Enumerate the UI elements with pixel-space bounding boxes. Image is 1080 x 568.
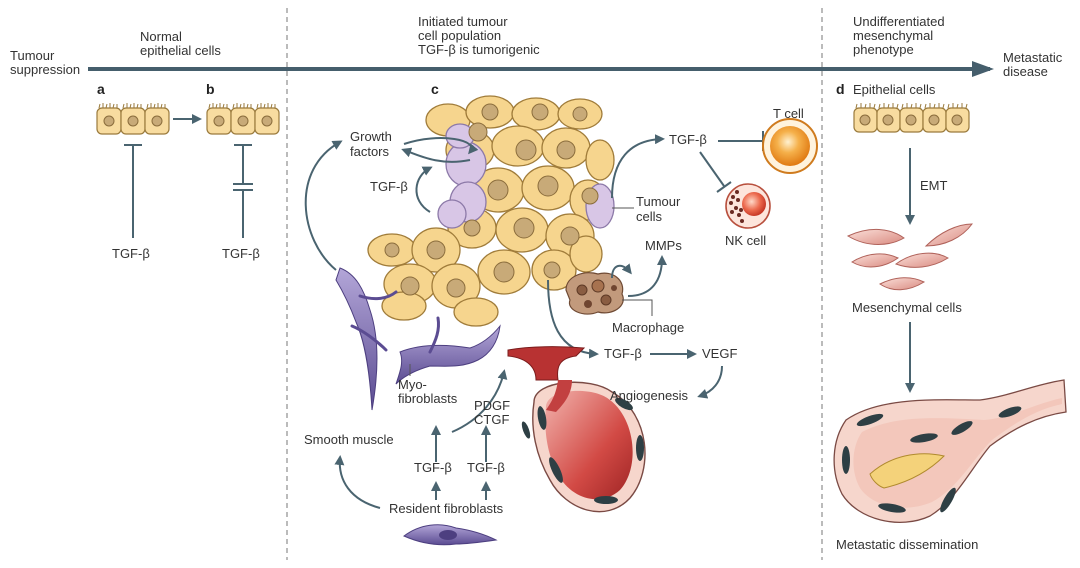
panel-c-label: c — [431, 81, 439, 97]
axis-right-label-1: Metastatic — [1003, 50, 1063, 65]
fibroblast-tgfb-label-1: TGF-β — [414, 460, 452, 475]
tgfb-inhibits-nk-bar — [716, 181, 732, 193]
macrophage-to-mmps-arrow — [627, 255, 667, 297]
panel-a-epithelium — [96, 103, 170, 135]
macrophage-label: Macrophage — [612, 320, 685, 335]
vegf-label: VEGF — [702, 346, 738, 361]
stage-normal-label-2: epithelial cells — [140, 43, 221, 58]
nk-cell — [725, 183, 771, 229]
growth-factors-label-2: factors — [350, 144, 390, 159]
metastatic-dissemination-label: Metastatic dissemination — [836, 537, 979, 552]
tumour-to-tgfb-immune-arrow — [611, 134, 665, 199]
macrophage-pointer — [622, 299, 653, 316]
macrophage — [565, 272, 624, 315]
myofibroblast-cell — [395, 316, 501, 385]
smooth-muscle-label: Smooth muscle — [304, 432, 394, 447]
autocrine-tgfb-arrow — [415, 166, 433, 213]
ctgf-label: CTGF — [474, 412, 510, 427]
axis-left-label-1: Tumour — [10, 48, 55, 63]
growth-factors-loop-arrow — [403, 137, 479, 155]
metastatic-vessel — [833, 379, 1067, 523]
emt-label: EMT — [920, 178, 948, 193]
stage-initiated-label-3: TGF-β is tumorigenic — [418, 42, 540, 57]
panel-d-label: d — [836, 81, 845, 97]
vegf-to-angiogenesis-arrow — [697, 365, 723, 399]
pdgf-ctgf-to-vessel-arrow — [451, 369, 508, 433]
tumour-cell-mass — [367, 95, 615, 327]
stage-normal-label-1: Normal — [140, 29, 182, 44]
smooth-muscle-cell — [335, 267, 398, 411]
panel-b-label: b — [206, 81, 215, 97]
blood-vessel — [507, 346, 646, 513]
tumour-cells-label-2: cells — [636, 209, 663, 224]
mmps-label: MMPs — [645, 238, 682, 253]
fibroblasts-to-smooth-muscle-arrow — [334, 455, 381, 509]
t-cell-label: T cell — [773, 106, 804, 121]
mesenchymal-cells-label: Mesenchymal cells — [852, 300, 962, 315]
vegf-tgfb-label: TGF-β — [604, 346, 642, 361]
axis-right-label-2: disease — [1003, 64, 1048, 79]
epithelial-cells-label: Epithelial cells — [853, 82, 936, 97]
panel-b-tgfb-label: TGF-β — [222, 246, 260, 261]
axis-left-label-2: suppression — [10, 62, 81, 77]
smooth-muscle-to-growth-factors-arrow — [304, 140, 343, 271]
stage-initiated-label-2: cell population — [418, 28, 502, 43]
macrophage-feedback-arrow — [611, 263, 632, 279]
stage-undifferentiated-label-2: mesenchymal — [853, 28, 934, 43]
resident-fibroblast-cell — [403, 524, 498, 546]
resident-fibroblasts-label: Resident fibroblasts — [389, 501, 504, 516]
tgfb-inhibits-nk-line — [699, 151, 725, 187]
stage-undifferentiated-label-3: phenotype — [853, 42, 914, 57]
panel-a-label: a — [97, 81, 105, 97]
panel-b-epithelium — [206, 103, 280, 135]
autocrine-tgfb-label: TGF-β — [370, 179, 408, 194]
stage-undifferentiated-label-1: Undifferentiated — [853, 14, 945, 29]
mesenchymal-cells — [846, 223, 973, 291]
myofibroblasts-label-1: Myo- — [398, 377, 427, 392]
angiogenesis-label: Angiogenesis — [610, 388, 689, 403]
t-cell — [762, 118, 818, 174]
tumour-to-tgfb-vegf-arrow — [547, 279, 599, 359]
panel-d-epithelium — [853, 103, 970, 133]
tumour-cells-label-1: Tumour — [636, 194, 681, 209]
pdgf-label: PDGF — [474, 398, 511, 413]
fibroblast-tgfb-label-2: TGF-β — [467, 460, 505, 475]
immune-tgfb-label: TGF-β — [669, 132, 707, 147]
panel-a-tgfb-label: TGF-β — [112, 246, 150, 261]
stage-initiated-label-1: Initiated tumour — [418, 14, 508, 29]
nk-cell-label: NK cell — [725, 233, 767, 248]
growth-factors-label-1: Growth — [350, 129, 392, 144]
myofibroblasts-label-2: fibroblasts — [398, 391, 458, 406]
growth-factors-return-arrow — [401, 147, 471, 163]
